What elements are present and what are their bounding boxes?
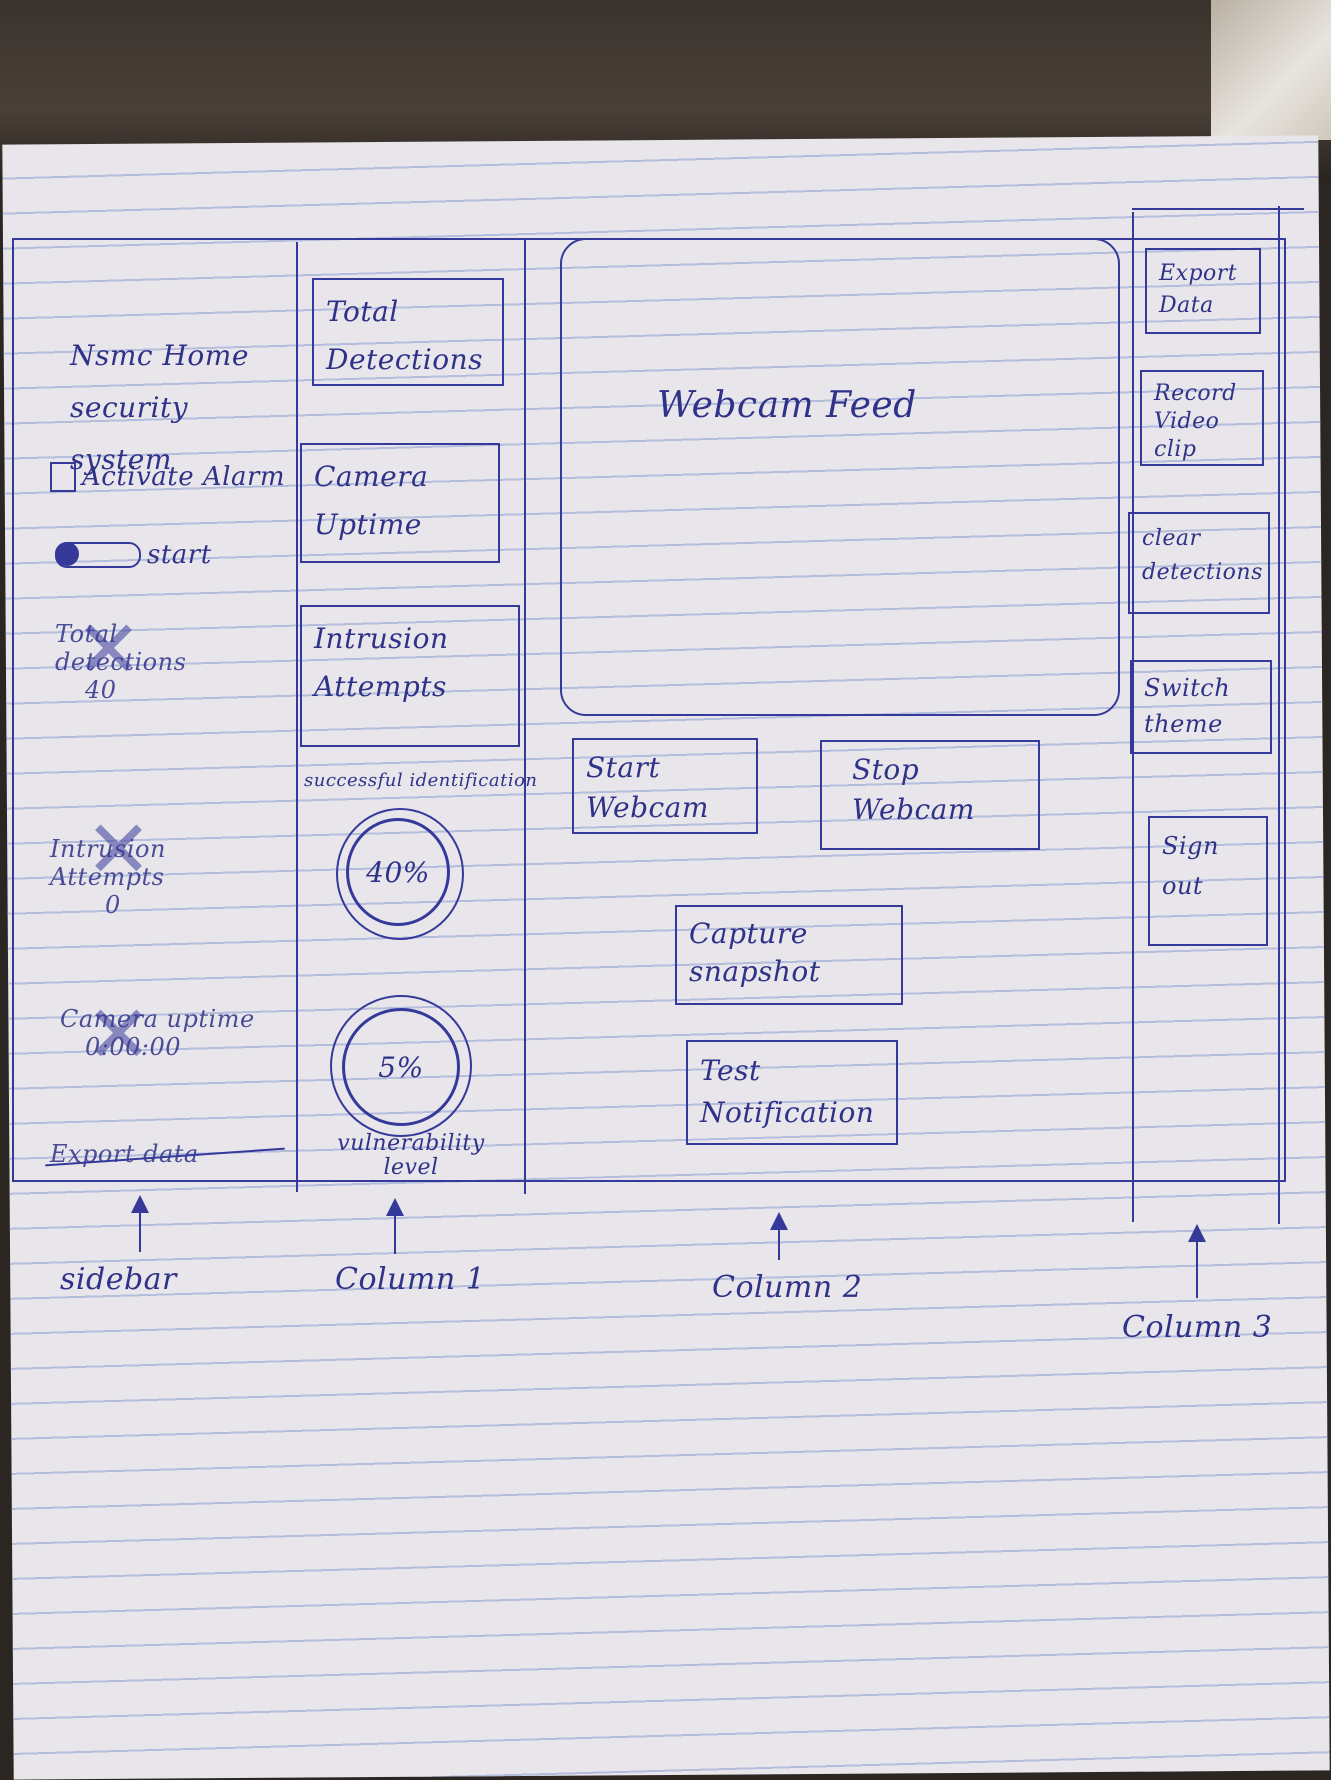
crossed-total-detections: Total detections 40: [55, 620, 255, 704]
total-detections-card: Total Detections: [312, 278, 504, 386]
sign-out-button[interactable]: Sign out: [1148, 816, 1268, 946]
camera-uptime-card: Camera Uptime: [300, 443, 500, 563]
strike-x-mark: ✕: [85, 803, 153, 896]
export-data-button[interactable]: Export Data: [1145, 248, 1261, 334]
vulnerability-percent: 5%: [378, 1050, 424, 1084]
arrow-shaft: [1196, 1240, 1198, 1298]
column2-divider: [1132, 212, 1134, 1222]
background-object: [1211, 0, 1331, 140]
crossed-camera-uptime-label: Camera uptime: [60, 1005, 255, 1033]
switch-theme-button[interactable]: Switch theme: [1130, 660, 1272, 754]
webcam-feed-view: Webcam Feed: [560, 238, 1120, 716]
clear-detections-button[interactable]: clear detections: [1128, 512, 1270, 614]
sidebar-annotation: sidebar: [60, 1262, 177, 1297]
successful-identification-gauge: 40%: [346, 818, 450, 926]
activate-alarm-checkbox[interactable]: [50, 462, 76, 492]
intrusion-attempts-card: Intrusion Attempts: [300, 605, 520, 747]
crossed-camera-uptime: Camera uptime 0:00:00: [60, 1005, 260, 1061]
column1-annotation: Column 1: [335, 1262, 486, 1297]
capture-snapshot-button[interactable]: Capture snapshot: [675, 905, 903, 1005]
column3-annotation: Column 3: [1122, 1310, 1273, 1345]
arrow-up-icon: [131, 1195, 149, 1213]
crossed-camera-uptime-value: 0:00:00: [85, 1033, 182, 1061]
vulnerability-ring-outer: [330, 995, 472, 1137]
test-notification-button[interactable]: Test Notification: [686, 1040, 898, 1145]
arrow-up-icon: [386, 1198, 404, 1216]
crossed-export-data: Export data: [50, 1140, 199, 1168]
successful-identification-label: successful identification: [304, 770, 538, 791]
sidebar-divider: [296, 242, 298, 1192]
activate-alarm-checkbox-row[interactable]: Activate Alarm: [50, 462, 285, 492]
arrow-up-icon: [1188, 1224, 1206, 1242]
stop-webcam-button[interactable]: Stop Webcam: [820, 740, 1040, 850]
strike-x-mark: ✕: [85, 988, 153, 1081]
crossed-intrusion-attempts: Intrusion Attempts 0: [50, 835, 270, 919]
identification-ring-outer: [336, 808, 464, 940]
start-toggle-label: start: [147, 540, 212, 570]
start-toggle-row[interactable]: start: [55, 540, 212, 570]
vulnerability-label: vulnerability level: [337, 1131, 485, 1180]
vulnerability-gauge: 5%: [342, 1008, 460, 1126]
column2-annotation: Column 2: [712, 1270, 863, 1305]
strike-x-mark: ✕: [75, 603, 143, 696]
webcam-feed-label: Webcam Feed: [657, 385, 917, 426]
activate-alarm-label: Activate Alarm: [82, 462, 286, 492]
arrow-shaft: [778, 1228, 780, 1260]
top-edge: [1132, 208, 1304, 210]
start-toggle[interactable]: [55, 542, 141, 568]
arrow-shaft: [139, 1210, 141, 1252]
crossed-intrusion-attempts-label: Intrusion Attempts: [50, 835, 166, 891]
start-webcam-button[interactable]: Start Webcam: [572, 738, 758, 834]
column1-divider: [524, 240, 526, 1194]
column3-divider: [1278, 206, 1280, 1224]
crossed-total-detections-label: Total detections: [55, 620, 187, 676]
app-title: Nsmc Home security system: [70, 339, 249, 476]
crossed-total-detections-value: 40: [85, 676, 117, 704]
arrow-up-icon: [770, 1212, 788, 1230]
toggle-knob: [55, 542, 79, 566]
arrow-shaft: [394, 1214, 396, 1254]
crossed-intrusion-attempts-value: 0: [105, 891, 121, 919]
successful-identification-percent: 40%: [366, 855, 430, 889]
record-video-button[interactable]: Record Video clip: [1140, 370, 1264, 466]
